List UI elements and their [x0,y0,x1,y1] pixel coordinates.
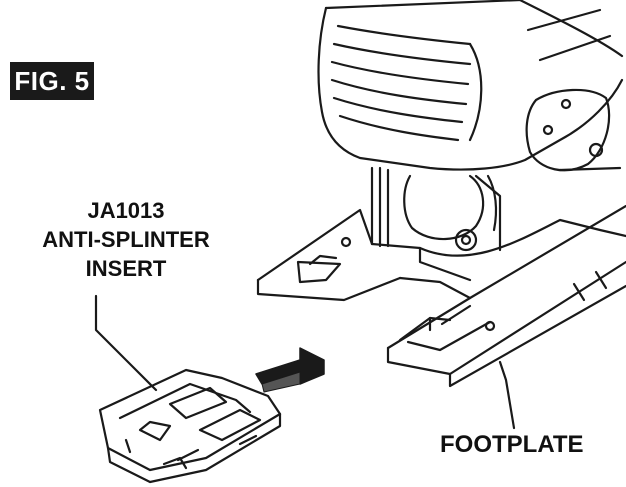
insertion-arrow [255,347,325,393]
jigsaw-body [317,0,624,172]
footplate [256,204,626,388]
footplate-leader-line [498,360,516,430]
insert-label-line3: INSERT [85,256,167,281]
anti-splinter-insert [98,368,282,484]
figure-badge: FIG. 5 [10,62,94,100]
insert-label-line1: JA1013 [87,198,165,223]
insert-label-line2: ANTI-SPLINTER [42,227,210,252]
blade-guide [370,166,502,252]
insert-leader-line [94,294,158,392]
footplate-label: FOOTPLATE [440,431,584,458]
insert-label: JA1013 ANTI-SPLINTER INSERT [0,196,252,283]
